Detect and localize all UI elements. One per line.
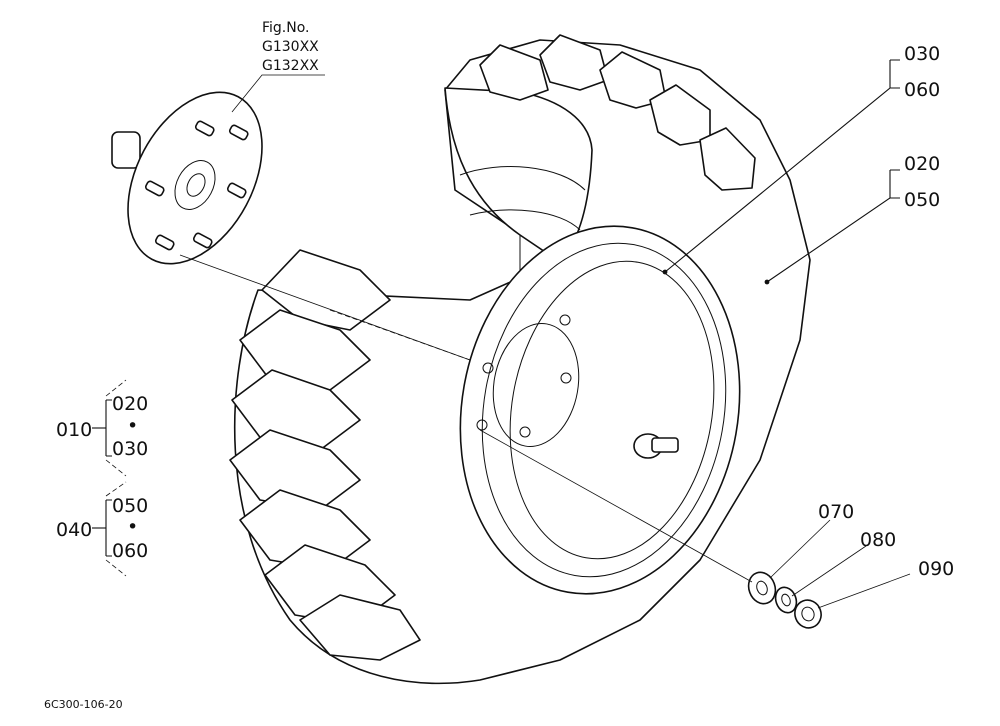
callout-child-label: 030: [112, 438, 148, 460]
callout-label: 050: [904, 189, 940, 211]
assembly-axis-line-lower: [479, 429, 753, 583]
fig-code: G130XX: [262, 39, 319, 55]
lock-washer: [774, 586, 798, 614]
hub-stud: [144, 180, 165, 197]
callout-separator: •: [127, 415, 138, 437]
valve-stem: [633, 433, 679, 459]
callout-label: 060: [904, 79, 940, 101]
callout-group-rim: 030 060: [662, 43, 940, 275]
callout-label: 070: [818, 501, 854, 523]
callout-washer: 070: [769, 501, 854, 579]
callout-group-tire: 020 050: [764, 153, 940, 285]
wheel-rim: [459, 225, 741, 595]
fig-code: G132XX: [262, 58, 319, 74]
callout-label: 020: [904, 153, 940, 175]
hub-stud: [154, 234, 175, 251]
washer: [747, 571, 777, 605]
callout-assembly-010: 010 020 • 030: [56, 379, 148, 477]
hub-stud: [192, 232, 213, 249]
fig-no-label: Fig.No.: [262, 20, 310, 36]
callout-label: 090: [918, 558, 954, 580]
callout-assembly-040: 040 050 • 060: [56, 481, 148, 577]
callout-lock-washer: 080: [791, 529, 896, 597]
fig-reference: Fig.No. G130XX G132XX: [231, 20, 325, 113]
wheel-hub: [111, 91, 263, 265]
callout-child-label: 060: [112, 540, 148, 562]
hub-stud: [226, 182, 247, 199]
hub-stud: [194, 120, 215, 137]
callout-label: 080: [860, 529, 896, 551]
assembly-axis-dashed: [329, 309, 471, 361]
callout-label: 030: [904, 43, 940, 65]
callout-separator: •: [127, 516, 138, 538]
callout-child-label: 050: [112, 495, 148, 517]
hub-stud: [228, 124, 249, 141]
callout-nut: 090: [817, 558, 954, 609]
callout-child-label: 020: [112, 393, 148, 415]
callout-parent-label: 010: [56, 419, 92, 441]
drawing-code: 6C300-106-20: [44, 698, 123, 711]
hex-nut: [794, 599, 822, 629]
callout-parent-label: 040: [56, 519, 92, 541]
